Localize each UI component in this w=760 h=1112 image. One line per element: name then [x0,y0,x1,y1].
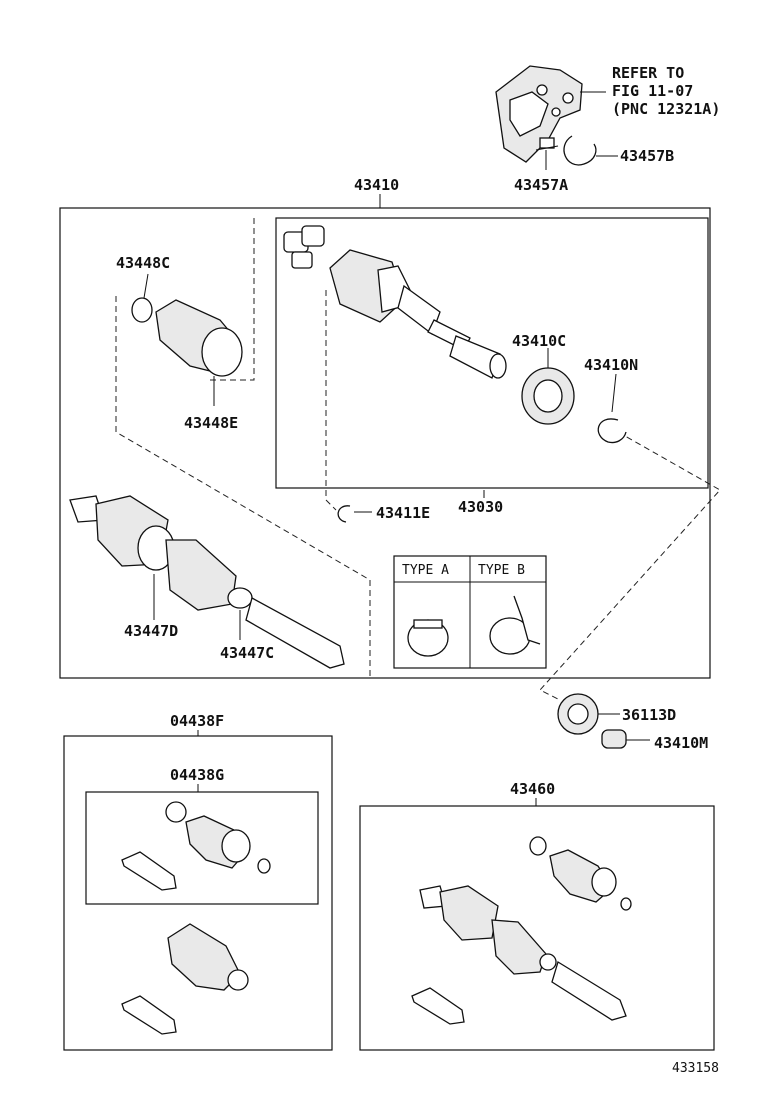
box-04438F [63,735,333,1051]
refer-line-3: (PNC 12321A) [612,100,720,118]
tripod-joint [283,225,325,269]
ring-43411E [337,505,372,523]
label-43447C: 43447C [220,644,274,662]
label-43448C: 43448C [116,254,170,272]
kit-04438F-parts [121,923,249,1035]
refer-line-1: REFER TO [612,64,684,82]
label-36113D: 36113D [622,706,676,724]
inboard-joint-shaft [329,249,507,379]
label-43460: 43460 [510,780,555,798]
clamp-type-a [407,619,449,657]
clamp-type-b [489,595,541,655]
label-04438G: 04438G [170,766,224,784]
label-04438F: 04438F [170,712,224,730]
label-43410N: 43410N [584,356,638,374]
boot-43448E [131,273,243,406]
kit-43460-parts [411,836,632,1025]
box-43030 [275,217,709,489]
label-43457B: 43457B [620,147,674,165]
label-43410: 43410 [354,176,399,194]
box-04438G [85,791,319,905]
label-43410C: 43410C [512,332,566,350]
type-a-label: TYPE A [402,563,449,578]
figure-number: 433158 [672,1061,719,1076]
label-43457A: 43457A [514,176,568,194]
sleeve-43410M [601,729,650,749]
label-43410M: 43410M [654,734,708,752]
label-43030: 43030 [458,498,503,516]
drive-shaft-assembly [69,495,345,669]
label-43411E: 43411E [376,504,430,522]
type-b-label: TYPE B [478,563,525,578]
bearing-43410C [521,348,575,425]
label-43447D: 43447D [124,622,178,640]
bracket-refer-part [495,65,606,163]
label-43448E: 43448E [184,414,238,432]
bolt-43457A [535,137,559,170]
box-43410 [59,207,711,679]
box-43460 [359,805,715,1051]
seal-36113D [557,693,620,735]
snap-ring-43410N [597,373,627,444]
refer-line-2: FIG 11-07 [612,82,693,100]
clip-43457B [563,135,618,166]
kit-04438G-parts [121,801,271,891]
